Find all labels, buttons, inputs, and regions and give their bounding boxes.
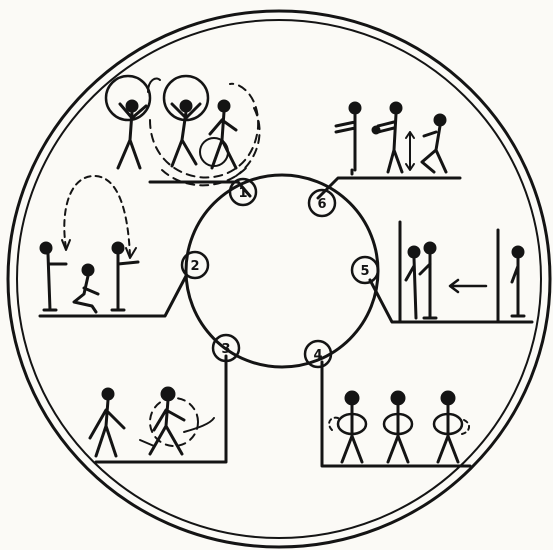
central-ring (186, 175, 378, 367)
station-number-1: 1 (238, 186, 247, 201)
station-number-6: 6 (317, 197, 326, 212)
station-6-figures (336, 103, 446, 174)
station-badge-4: 4 (305, 341, 331, 367)
station-badge-5: 5 (352, 257, 378, 283)
station-platforms (40, 178, 532, 466)
station-4-figures (329, 392, 469, 462)
station-number-5: 5 (360, 264, 369, 279)
station-number-2: 2 (190, 259, 199, 274)
station-number-3: 3 (221, 342, 230, 357)
station-1-figures (106, 76, 260, 185)
station-2-figures (41, 176, 138, 312)
station-number-4: 4 (313, 348, 322, 363)
station-3-figures (90, 388, 214, 456)
station-5-figures (406, 243, 524, 318)
